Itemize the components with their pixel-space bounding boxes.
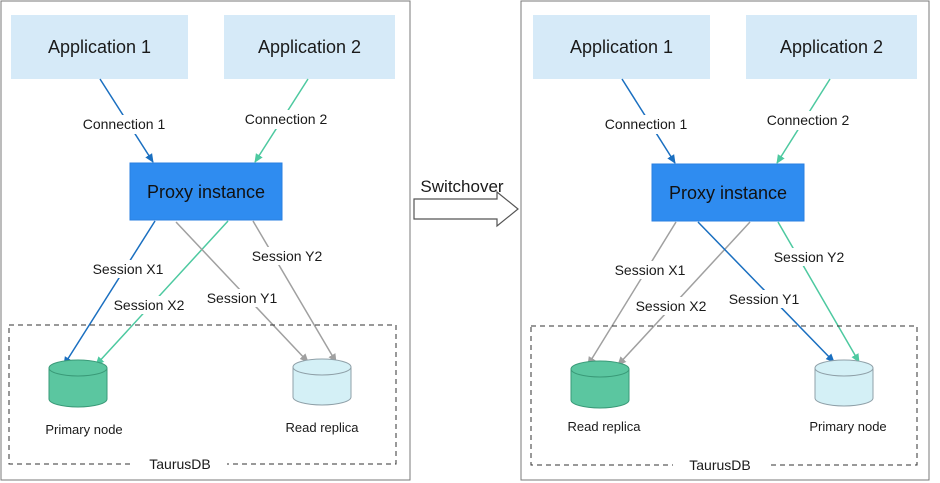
- session-y2-arrow: [252, 220, 337, 363]
- database-cylinder-icon: [292, 358, 352, 406]
- session-x2-label: Session X2: [636, 298, 707, 314]
- label-bg: [250, 247, 324, 265]
- connection-2-label: Connection 2: [245, 111, 328, 127]
- label-bg: [762, 111, 854, 130]
- proxy-instance-box: [129, 162, 283, 221]
- switchover-arrow-icon: [413, 190, 519, 228]
- session-y2-label: Session Y2: [252, 248, 323, 264]
- panel-before: Application 1 Application 2 Proxy instan…: [0, 0, 411, 481]
- proxy-instance-box: [651, 163, 805, 222]
- session-y1-label: Session Y1: [729, 291, 800, 307]
- application-2-box: [746, 15, 917, 79]
- session-x2-arrow: [95, 220, 229, 366]
- database-cylinder-icon: [814, 359, 874, 407]
- cluster-label-bg: [673, 455, 767, 475]
- application-1-label: Application 1: [48, 37, 151, 57]
- switchover-label: Switchover: [420, 177, 503, 196]
- label-bg: [634, 297, 708, 315]
- proxy-instance-label: Proxy instance: [147, 182, 265, 202]
- database-cylinder-icon: [570, 360, 630, 409]
- session-y1-label: Session Y1: [207, 290, 278, 306]
- taurusdb-cluster-label: TaurusDB: [149, 456, 210, 472]
- application-1-label: Application 1: [570, 37, 673, 57]
- session-x2-arrow: [617, 221, 751, 366]
- application-2-label: Application 2: [258, 37, 361, 57]
- session-x2-label: Session X2: [114, 297, 185, 313]
- session-x1-label: Session X1: [93, 261, 164, 277]
- application-1-box: [11, 15, 188, 79]
- label-bg: [78, 115, 170, 134]
- session-y2-arrow: [777, 221, 860, 363]
- cluster-label-bg: [133, 454, 227, 474]
- taurusdb-cluster-frame: [8, 324, 397, 465]
- left-database-label: Primary node: [45, 422, 122, 437]
- application-1-box: [533, 15, 710, 79]
- left-database-label: Read replica: [568, 419, 642, 434]
- label-bg: [613, 261, 687, 279]
- database-cylinder-icon: [48, 359, 108, 408]
- right-database-label: Primary node: [809, 419, 886, 434]
- application-2-label: Application 2: [780, 37, 883, 57]
- label-bg: [727, 290, 801, 308]
- label-bg: [240, 110, 332, 129]
- session-y2-label: Session Y2: [774, 249, 845, 265]
- session-x1-label: Session X1: [615, 262, 686, 278]
- connection-2-label: Connection 2: [767, 112, 850, 128]
- session-x1-arrow: [63, 220, 156, 366]
- connection-1-label: Connection 1: [83, 116, 166, 132]
- label-bg: [112, 296, 186, 314]
- label-bg: [772, 248, 846, 266]
- label-bg: [600, 115, 692, 134]
- taurusdb-cluster-frame: [530, 325, 918, 466]
- proxy-instance-label: Proxy instance: [669, 183, 787, 203]
- panel-after: Application 1 Application 2 Proxy instan…: [520, 0, 930, 481]
- taurusdb-cluster-label: TaurusDB: [689, 457, 750, 473]
- label-bg: [205, 289, 279, 307]
- connection-1-label: Connection 1: [605, 116, 688, 132]
- right-database-label: Read replica: [286, 420, 360, 435]
- label-bg: [91, 260, 165, 278]
- session-x1-arrow: [587, 221, 677, 366]
- application-2-box: [224, 15, 395, 79]
